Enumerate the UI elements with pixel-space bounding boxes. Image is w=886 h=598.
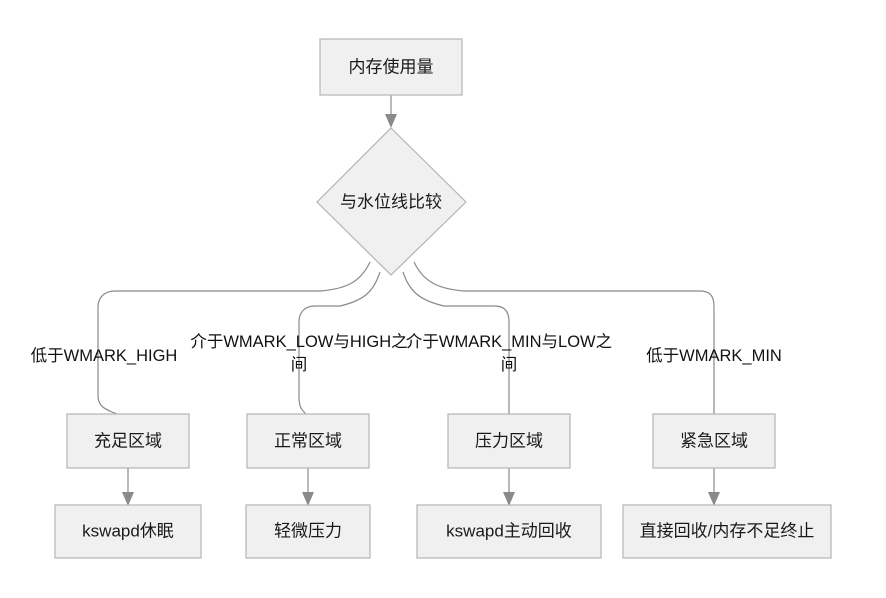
node-action-kswapd-sleep[interactable]: kswapd休眠 xyxy=(54,504,202,559)
edge-start-to-decision xyxy=(385,95,397,128)
edge-label-branch-low-high-line2: 间 xyxy=(291,355,308,374)
node-compare-watermark-label: 与水位线比较 xyxy=(340,192,442,211)
edge-decision-to-normal xyxy=(298,271,381,437)
edge-label-branch-min-low-line2: 间 xyxy=(501,355,518,374)
edge-label-branch-low-high-line1: 介于WMARK_LOW与HIGH之 xyxy=(190,332,407,351)
node-action-direct-reclaim[interactable]: 直接回收/内存不足终止 xyxy=(622,504,832,559)
edge-normal-to-mild-pressure xyxy=(302,468,314,506)
node-memory-usage[interactable]: 内存使用量 xyxy=(319,38,463,96)
node-compare-watermark[interactable]: 与水位线比较 xyxy=(316,127,467,276)
edge-label-branch-high: 低于WMARK_HIGH xyxy=(31,346,178,365)
node-zone-normal[interactable]: 正常区域 xyxy=(246,413,370,469)
node-zone-pressure[interactable]: 压力区域 xyxy=(447,413,571,469)
edge-decision-to-pressure xyxy=(402,271,515,437)
node-zone-emergency-label: 紧急区域 xyxy=(680,431,748,450)
edge-emergency-to-direct-reclaim xyxy=(708,468,720,506)
node-action-mild-pressure-label: 轻微压力 xyxy=(274,521,342,540)
node-action-mild-pressure[interactable]: 轻微压力 xyxy=(245,504,371,559)
node-memory-usage-label: 内存使用量 xyxy=(349,56,434,76)
node-zone-emergency[interactable]: 紧急区域 xyxy=(652,413,776,469)
node-action-direct-reclaim-label: 直接回收/内存不足终止 xyxy=(640,521,815,540)
edge-label-branch-min: 低于WMARK_MIN xyxy=(646,346,782,365)
edge-plenty-to-kswapd-sleep xyxy=(122,468,134,506)
node-action-kswapd-sleep-label: kswapd休眠 xyxy=(82,521,174,540)
node-zone-normal-label: 正常区域 xyxy=(274,431,342,450)
node-action-kswapd-reclaim-label: kswapd主动回收 xyxy=(446,521,572,540)
edge-pressure-to-kswapd-reclaim xyxy=(503,468,515,506)
node-zone-plenty-label: 充足区域 xyxy=(94,431,162,450)
node-zone-pressure-label: 压力区域 xyxy=(475,431,543,450)
node-zone-plenty[interactable]: 充足区域 xyxy=(66,413,190,469)
node-action-kswapd-reclaim[interactable]: kswapd主动回收 xyxy=(416,504,602,559)
edge-label-branch-min-low-line1: 介于WMARK_MIN与LOW之 xyxy=(406,332,612,351)
